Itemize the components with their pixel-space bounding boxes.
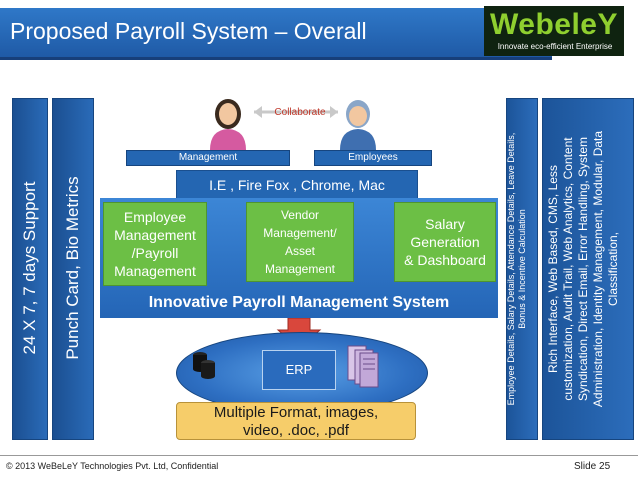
features-line: Rich Interface, Web Based, CMS, Less [546,98,561,440]
browser-support-bar: I.E , Fire Fox , Chrome, Mac [176,170,418,200]
module-salary-line: & Dashboard [404,251,486,269]
details-line: Employee Details, Salary Details, Attend… [506,98,517,440]
support-bar-label: 24 X 7, 7 days Support [20,97,40,439]
module-vendor-line: Management/ [263,224,336,242]
features-line: customization, Audit Trail, Web Analytic… [561,98,576,440]
system-label: Innovative Payroll Management System [100,290,498,316]
module-employee-line: /Payroll [114,244,196,262]
multiple-formats-box: Multiple Format, images, video, .doc, .p… [176,402,416,440]
module-vendor-management: Vendor Management/ Asset Management [246,202,354,282]
features-line: Syndication, Direct Email, Error Handlin… [576,98,591,440]
logo-wordmark: WebeleY [490,8,622,42]
erp-box: ERP [262,350,336,390]
features-bar-text: Rich Interface, Web Based, CMS, Less cus… [542,98,634,440]
features-line: Administration, Identity Management, Mod… [591,98,606,440]
module-employee-line: Management [114,262,196,280]
slide-number: Slide 25 [574,461,610,472]
module-vendor-line: Asset [263,242,336,260]
management-bar: Management [126,150,290,166]
page-title: Proposed Payroll System – Overall [10,18,367,45]
database-icon [192,350,216,380]
module-vendor-line: Vendor [263,206,336,224]
employees-bar: Employees [314,150,432,166]
collaborate-label: Collaborate [262,106,338,120]
formats-line-2: video, .doc, .pdf [177,422,415,440]
module-salary-line: Salary [404,215,486,233]
collaboration-graphic [206,94,378,152]
module-employee-line: Employee [114,208,196,226]
management-person-icon [210,99,246,150]
logo-registered-mark: ® [624,8,631,18]
devices-bar-label: Punch Card, Bio Metrics [63,97,83,439]
server-stack-icon [346,344,380,388]
employee-person-icon [340,100,376,150]
features-line: Classification, [606,98,621,440]
module-employee-management: Employee Management /Payroll Management [103,202,207,286]
module-salary-generation: Salary Generation & Dashboard [394,202,496,282]
module-employee-line: Management [114,226,196,244]
footer-copyright: © 2013 WeBeLeY Technologies Pvt. Ltd, Co… [6,461,218,471]
details-bar-text: Employee Details, Salary Details, Attend… [506,98,538,440]
footer-divider [0,455,638,456]
logo-tagline: Innovate eco-efficient Enterprise [488,42,622,51]
details-line: Bonus & Incentive Calculation [517,98,528,440]
module-salary-line: Generation [404,233,486,251]
formats-line-1: Multiple Format, images, [177,404,415,422]
module-vendor-line: Management [263,260,336,278]
